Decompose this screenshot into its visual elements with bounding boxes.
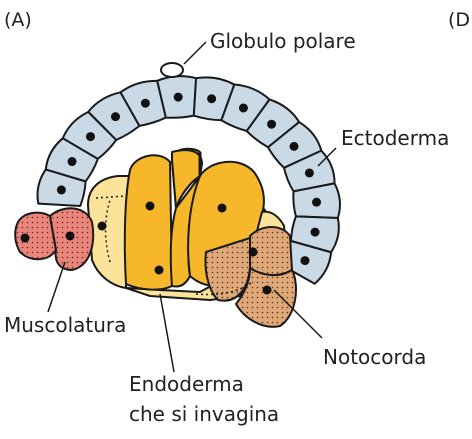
- label-ectoderm: Ectoderma: [341, 126, 449, 150]
- nucleus: [263, 286, 272, 295]
- label-endoderm-line2: che si invagina: [129, 402, 279, 426]
- ectoderm-nucleus: [86, 132, 95, 141]
- nucleus: [155, 266, 164, 275]
- ectoderm-nucleus: [68, 157, 77, 166]
- endoderm-cell-1: [125, 155, 172, 289]
- leader-endoderm: [160, 294, 174, 372]
- nucleus: [146, 202, 155, 211]
- ectoderm-nucleus: [57, 185, 66, 194]
- label-polar-body: Globulo polare: [210, 29, 356, 53]
- ectoderm-nucleus: [207, 94, 216, 103]
- label-notochord: Notocorda: [323, 345, 426, 369]
- polar-body: [161, 63, 183, 77]
- panel-label: (A): [4, 9, 32, 31]
- nucleus: [98, 222, 107, 231]
- ectoderm-nucleus: [239, 103, 248, 112]
- panel-label-next: (D: [448, 9, 470, 31]
- ectoderm-nucleus: [311, 228, 320, 237]
- ectoderm-nucleus: [111, 112, 120, 121]
- nucleus: [218, 204, 227, 213]
- nucleus: [66, 232, 75, 241]
- ectoderm-nucleus: [141, 99, 150, 108]
- ectoderm-nucleus: [312, 198, 321, 207]
- leader-muscle: [48, 262, 65, 312]
- nucleus: [249, 248, 258, 257]
- endoderm-light-left: [88, 176, 130, 288]
- ectoderm-nucleus: [300, 256, 309, 265]
- ectoderm-nucleus: [174, 93, 183, 102]
- leader-polar-body: [184, 42, 206, 64]
- label-endoderm-line1: Endoderma: [129, 372, 244, 396]
- ectoderm-nucleus: [290, 142, 299, 151]
- label-muscle: Muscolatura: [4, 313, 126, 337]
- nucleus: [21, 234, 30, 243]
- ectoderm-nucleus: [305, 168, 314, 177]
- ectoderm-nucleus: [267, 120, 276, 129]
